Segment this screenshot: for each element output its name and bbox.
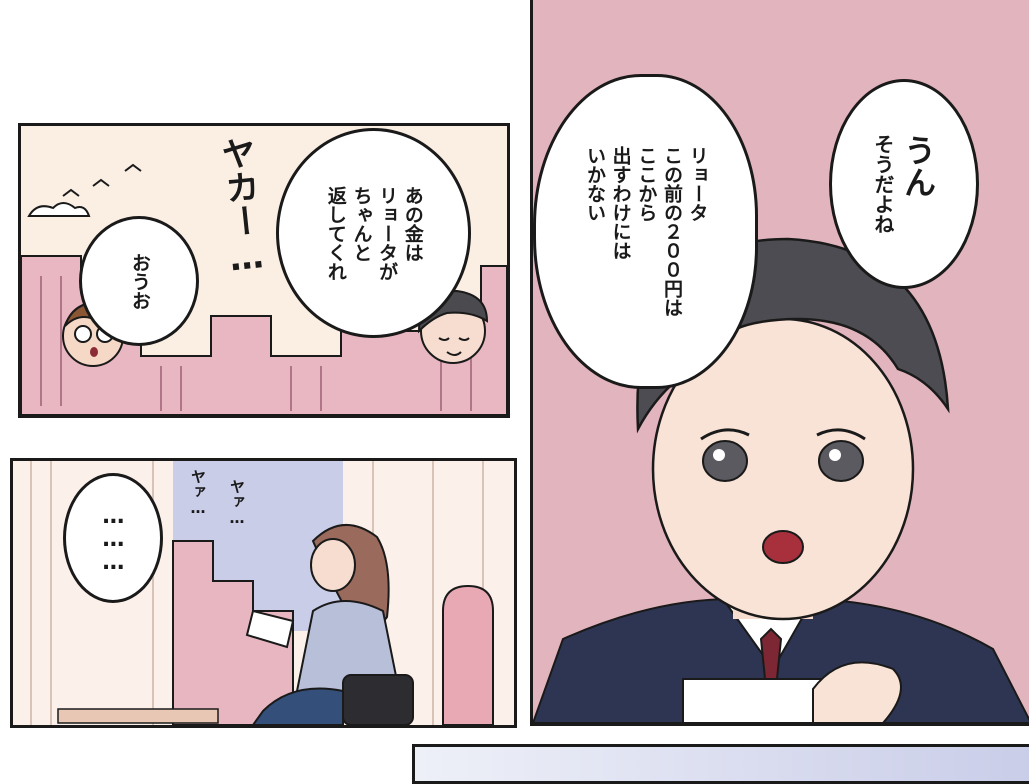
bubble-line: 出すわけには: [609, 146, 632, 260]
bubble-line: あの金は: [401, 185, 424, 262]
bubble-line: お: [128, 290, 151, 310]
panel-3-bubble-top: うん そうだよね: [829, 79, 979, 289]
panel-1-bubble-left: お おう: [79, 216, 199, 346]
bubble-line: 返してくれ: [324, 185, 347, 281]
panel-2-sfx-2: ヤァ…: [228, 479, 246, 527]
bubble-line: リョータ: [686, 146, 709, 222]
bubble-line: この前の２００円は: [660, 146, 683, 317]
panel-1: ヤカー… お おう あの金は リョータが ちゃんと 返してくれ: [18, 123, 510, 418]
bubble-line: うん: [899, 134, 938, 198]
bubble-line: ちゃんと: [350, 185, 373, 262]
next-panel-edge: [412, 744, 1029, 784]
bubble-line: いかない: [584, 146, 607, 222]
panel-2-sfx-1: ヤァ…: [189, 469, 207, 517]
panel-3: うん そうだよね リョータ この前の２００円は ここから 出すわけには いかない: [530, 0, 1029, 726]
bubble-line: ………: [100, 503, 126, 573]
bubble-line: そうだよね: [870, 134, 895, 234]
bubble-line: ここから: [635, 146, 658, 222]
panel-2-bubble: ………: [63, 473, 163, 603]
panel-3-bubble-left: リョータ この前の２００円は ここから 出すわけには いかない: [533, 74, 758, 389]
bubble-line: リョータが: [376, 185, 399, 281]
panel-2: ……… ヤァ… ヤァ…: [10, 458, 517, 728]
panel-1-bubble-right: あの金は リョータが ちゃんと 返してくれ: [276, 128, 471, 338]
bubble-line: おう: [128, 252, 151, 291]
